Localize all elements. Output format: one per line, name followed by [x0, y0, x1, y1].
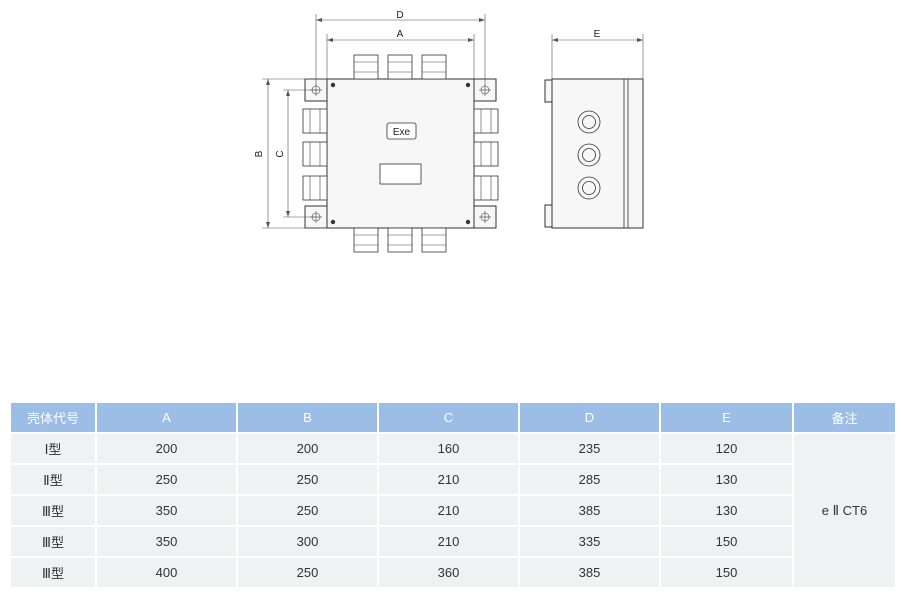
side-mount-tab	[544, 204, 553, 228]
enclosure-body	[326, 78, 475, 229]
exe-nameplate	[386, 122, 417, 140]
header-shell-code: 壳体代号	[11, 403, 95, 434]
dim-label-d: D	[396, 10, 403, 21]
cell-c: 360	[379, 558, 518, 589]
nameplate-text: Exe	[393, 127, 411, 138]
table-row: Ⅲ型 350 250 210 385 130	[11, 496, 895, 527]
dimension-table: 壳体代号 A B C D E 备注 Ⅰ型 200 200 160 235 120…	[9, 403, 897, 589]
header-d: D	[520, 403, 659, 434]
dimension-a: A	[326, 29, 475, 79]
technical-drawing: Exe	[254, 10, 644, 253]
cell-code: Ⅰ型	[11, 434, 95, 465]
cell-c: 210	[379, 527, 518, 558]
cable-gland-top	[353, 54, 447, 80]
cell-b: 250	[238, 496, 377, 527]
side-view: E	[544, 29, 644, 229]
cell-b: 300	[238, 527, 377, 558]
dimension-c: C	[275, 89, 316, 218]
dim-label-b: B	[254, 150, 265, 157]
cell-e: 120	[661, 434, 792, 465]
side-enclosure-body	[551, 78, 644, 229]
cell-code: Ⅱ型	[11, 465, 95, 496]
cell-c: 210	[379, 465, 518, 496]
table-row: Ⅰ型 200 200 160 235 120 e Ⅱ CT6	[11, 434, 895, 589]
cable-gland-left	[302, 108, 328, 201]
cell-c: 160	[379, 434, 518, 465]
header-note: 备注	[794, 403, 895, 434]
cell-a: 250	[97, 465, 236, 496]
side-gland-face	[577, 110, 601, 200]
cell-c: 210	[379, 496, 518, 527]
dimension-b: B	[254, 78, 327, 229]
dim-label-c: C	[275, 150, 286, 157]
cell-note: e Ⅱ CT6	[794, 434, 895, 589]
cell-d: 385	[520, 558, 659, 589]
side-mount-tab	[544, 79, 553, 103]
cell-e: 150	[661, 527, 792, 558]
cell-b: 250	[238, 465, 377, 496]
cell-e: 150	[661, 558, 792, 589]
dimension-d: D	[315, 10, 486, 86]
front-view: Exe	[254, 10, 499, 253]
cell-e: 130	[661, 496, 792, 527]
cell-a: 350	[97, 496, 236, 527]
cell-code: Ⅲ型	[11, 558, 95, 589]
dim-label-a: A	[397, 29, 404, 40]
header-c: C	[379, 403, 518, 434]
label-window	[379, 163, 422, 185]
cell-d: 335	[520, 527, 659, 558]
cell-code: Ⅲ型	[11, 496, 95, 527]
header-b: B	[238, 403, 377, 434]
table-header-row: 壳体代号 A B C D E 备注	[11, 403, 895, 434]
cell-d: 285	[520, 465, 659, 496]
cell-b: 200	[238, 434, 377, 465]
dim-label-e: E	[594, 29, 601, 40]
cell-a: 400	[97, 558, 236, 589]
cable-gland-right	[473, 108, 499, 201]
table-row: Ⅲ型 350 300 210 335 150	[11, 527, 895, 558]
dimension-e: E	[551, 29, 644, 79]
cell-d: 235	[520, 434, 659, 465]
header-e: E	[661, 403, 792, 434]
cell-e: 130	[661, 465, 792, 496]
cell-code: Ⅲ型	[11, 527, 95, 558]
cell-a: 200	[97, 434, 236, 465]
table-row: Ⅱ型 250 250 210 285 130	[11, 465, 895, 496]
header-a: A	[97, 403, 236, 434]
cell-d: 385	[520, 496, 659, 527]
cell-b: 250	[238, 558, 377, 589]
cell-a: 350	[97, 527, 236, 558]
table-row: Ⅲ型 400 250 360 385 150	[11, 558, 895, 589]
cable-gland-bottom	[353, 227, 447, 253]
